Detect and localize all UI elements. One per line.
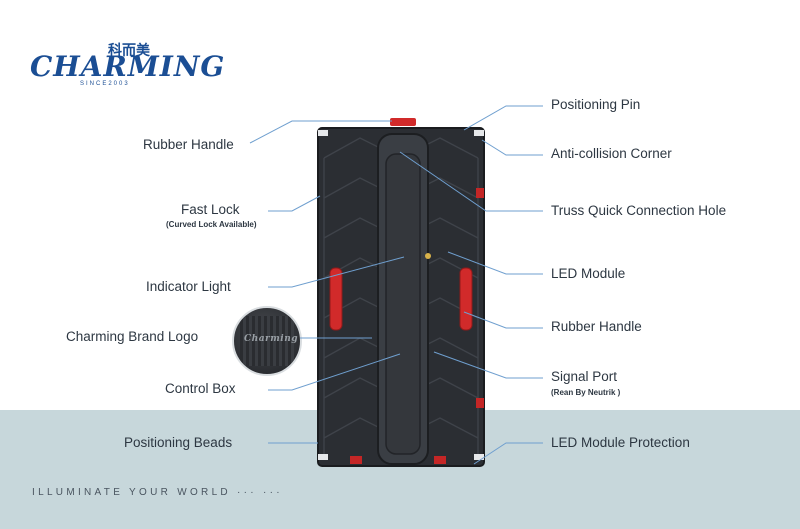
label-rubber-handle-side: Rubber Handle <box>551 319 642 334</box>
leader-rubber-handle-top <box>249 120 392 144</box>
inset-logo-text: Charming <box>244 334 299 344</box>
label-brand-logo: Charming Brand Logo <box>66 329 199 344</box>
leader-truss-hole <box>399 151 543 212</box>
label-control-box: Control Box <box>165 381 236 396</box>
inset-ribs <box>240 316 294 366</box>
label-signal-port: Signal Port <box>551 369 618 384</box>
corner-guards <box>318 130 484 460</box>
logo-chinese: 科而美 <box>108 43 150 59</box>
charming-logo: CHARMING 科而美 SINCE2003 <box>30 40 224 90</box>
right-rubber-handle <box>459 267 473 331</box>
label-indicator-light: Indicator Light <box>146 279 231 294</box>
leader-signal-port <box>433 351 543 379</box>
label-module-protection: LED Module Protection <box>551 435 690 450</box>
leader-anti-collision <box>481 139 543 156</box>
leader-led-module <box>447 251 543 275</box>
leader-module-protection <box>473 442 543 465</box>
bottom-latch-left <box>350 456 362 464</box>
label-led-module: LED Module <box>551 266 626 281</box>
leader-fast-lock <box>268 195 321 212</box>
label-truss-hole: Truss Quick Connection Hole <box>551 203 727 218</box>
logo-since: SINCE2003 <box>80 81 130 87</box>
left-rubber-handle <box>329 267 343 331</box>
leader-positioning-pin <box>463 105 543 131</box>
label-positioning-pin: Positioning Pin <box>551 97 641 112</box>
logo-wordmark: CHARMING <box>30 50 226 83</box>
indicator-light-dot <box>425 253 431 259</box>
label-signal-port-note: (Rean By Neutrik ) <box>551 388 621 397</box>
brand-logo-inset: Charming <box>232 306 302 376</box>
side-latch-bottom <box>476 398 484 408</box>
label-rubber-handle-top: Rubber Handle <box>143 137 234 152</box>
side-latch-right <box>476 188 484 198</box>
tagline: ILLUMINATE YOUR WORLD ··· ··· <box>32 487 283 498</box>
top-handle <box>390 118 416 126</box>
leader-rubber-handle-side <box>463 311 543 329</box>
bottom-latch-right <box>434 456 446 464</box>
label-fast-lock: Fast Lock <box>181 202 240 217</box>
label-fast-lock-note: (Curved Lock Available) <box>166 220 257 229</box>
leader-control-box <box>268 353 401 391</box>
label-positioning-beads: Positioning Beads <box>124 435 233 450</box>
led-cabinet <box>317 118 485 467</box>
label-anti-collision: Anti-collision Corner <box>551 146 672 161</box>
leader-indicator-light <box>268 256 405 288</box>
